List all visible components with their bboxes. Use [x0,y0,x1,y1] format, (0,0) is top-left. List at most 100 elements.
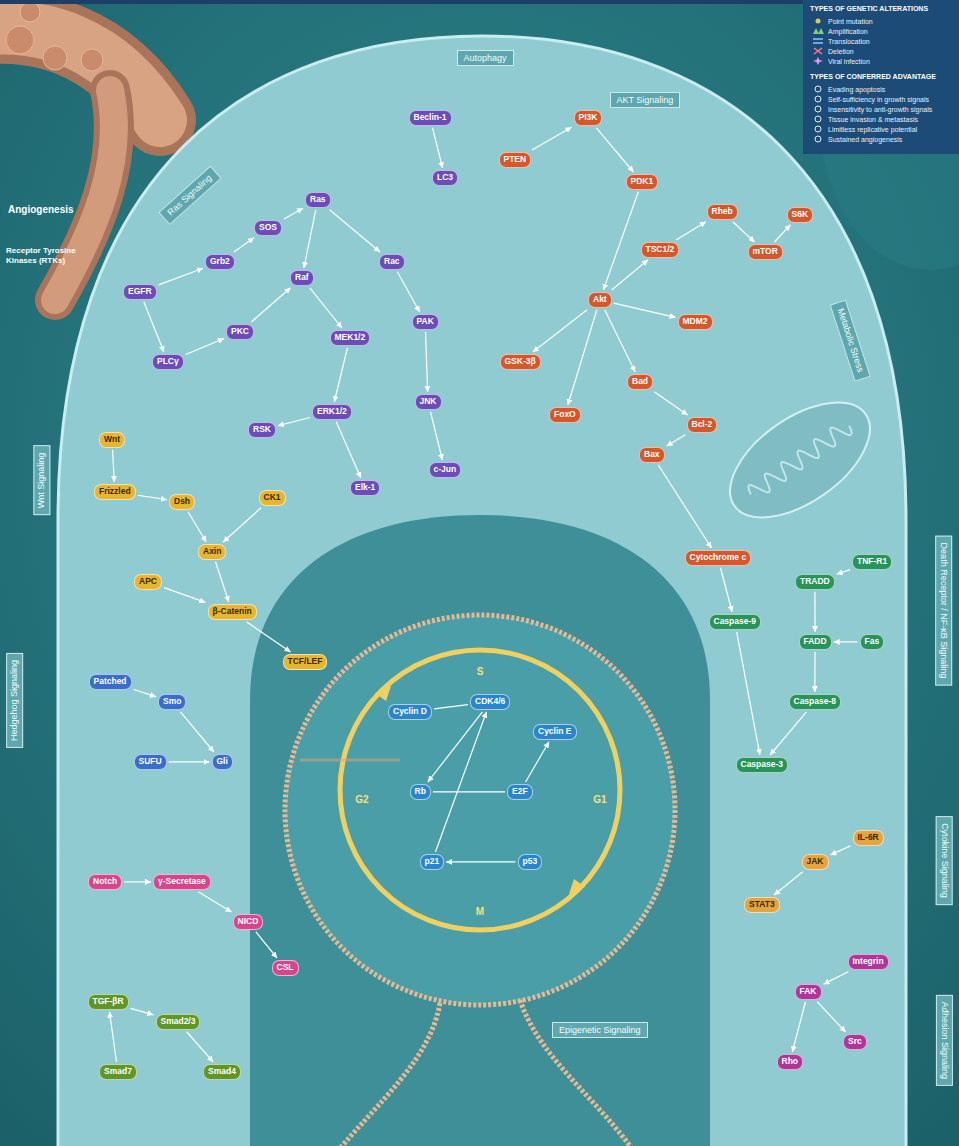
nucleus [250,515,710,1146]
signal-arrow [654,392,687,415]
signal-arrow [596,128,633,172]
node-text: PKC [231,327,249,337]
signal-arrow [223,508,261,542]
protein-node: Akt [588,292,612,308]
node-text: Gli [217,757,228,767]
legend-entry: Point mutation [812,17,873,25]
node-text: Bax [644,450,660,460]
legend-panel [803,0,959,154]
protein-node: Cyclin E [533,724,577,740]
node-text: Wnt [104,435,120,445]
protein-node: Cyclin D [388,704,432,720]
protein-node: p21 [420,854,445,870]
legend-entry: Amplification [812,27,868,35]
protein-node: Bcl-2 [687,417,718,433]
signal-arrow [430,412,442,460]
legend-entry: Insensitivity to anti-growth signals [812,105,932,113]
node-text: TSC1/2 [646,245,675,255]
protein-node: Caspase-8 [789,694,842,710]
signal-arrow [568,310,597,405]
signal-arrow [131,1008,154,1015]
cycle-arrowhead [375,686,391,701]
signal-arrow [159,268,203,285]
signal-arrow [603,192,638,290]
legend-text: Viral infection [828,58,870,65]
signal-arrow [336,422,361,478]
legend-entry: Translocation [812,37,870,45]
protein-node: APC [134,574,162,590]
phase-label: G1 [593,794,606,806]
protein-node: TGF-βR [88,994,129,1010]
legend-symbol [812,27,824,35]
signal-arrow [304,210,316,268]
node-text: Smad4 [208,1067,236,1077]
node-text: PLCγ [157,357,179,367]
signal-arrow [658,465,711,548]
node-text: Raf [295,273,309,283]
node-text: Integrin [853,957,884,967]
protein-node: PI3K [574,110,603,126]
signal-arrow [247,622,291,652]
protein-node: TNF-R1 [852,554,892,570]
node-text: Wnt Signaling [36,452,47,508]
node-text: Beclin-1 [414,113,447,123]
legend-text: Deletion [828,48,854,55]
pathway-label: Cytokine Signaling [935,816,952,905]
protein-node: Caspase-9 [709,614,762,630]
node-text: STAT3 [749,900,775,910]
node-text: Ras [310,195,326,205]
legend-symbol [812,85,824,93]
signal-arrow [526,742,549,782]
protein-node: SOS [254,220,282,236]
signal-arrow [164,588,206,603]
protein-node: Src [843,1034,867,1050]
node-text: Cytokine Signaling [938,823,949,898]
protein-node: Fas [860,634,885,650]
signal-arrow [433,128,443,168]
legend-text: Evading apoptosis [828,86,885,93]
protein-node: Bax [639,447,665,463]
protein-node: FADD [799,634,832,650]
signal-arrow [433,791,505,792]
protein-node: TRADD [795,574,835,590]
node-text: RSK [253,425,271,435]
legend-symbol [812,17,824,25]
signal-arrow [446,861,515,862]
signal-arrow [792,1002,805,1052]
signal-arrow [169,761,210,762]
protein-node: S6K [787,207,814,223]
node-text: Fas [865,637,880,647]
protein-node: Smad7 [99,1064,137,1080]
legend-symbol [812,95,824,103]
node-text: Bad [632,377,648,387]
node-text: p21 [425,857,440,867]
node-text: Akt [593,295,607,305]
protein-node: JNK [415,394,442,410]
protein-node: Dsh [169,494,195,510]
node-text: CSL [277,963,294,973]
node-text: SOS [259,223,277,233]
signal-arrow [284,208,303,219]
protein-node: MDM2 [678,314,713,330]
node-text: Smad7 [104,1067,132,1077]
node-text: Caspase-3 [741,760,784,770]
signal-arrow [251,288,290,322]
protein-node: Cytochrome c [685,550,752,566]
protein-node: Rho [777,1054,804,1070]
legend-text: Tissue invasion & metastasis [828,116,918,123]
legend-entry: Self-sufficiency in growth signals [812,95,929,103]
node-text: Rac [384,257,400,267]
protein-node: Beclin-1 [409,110,452,126]
node-text: Axin [203,547,221,557]
chromatin-strand [330,1003,440,1146]
node-text: PDK1 [631,177,654,187]
node-text: Autophagy [464,53,507,64]
signal-arrow [817,1002,845,1032]
signal-arrow [198,892,231,912]
node-text: PI3K [579,113,598,123]
node-text: γ-Secretase [158,877,206,887]
protein-node: FoxO [549,407,581,423]
legend-heading: TYPES OF GENETIC ALTERATIONS [810,5,928,13]
protein-node: γ-Secretase [153,874,211,890]
protein-node: IL-6R [853,830,884,846]
